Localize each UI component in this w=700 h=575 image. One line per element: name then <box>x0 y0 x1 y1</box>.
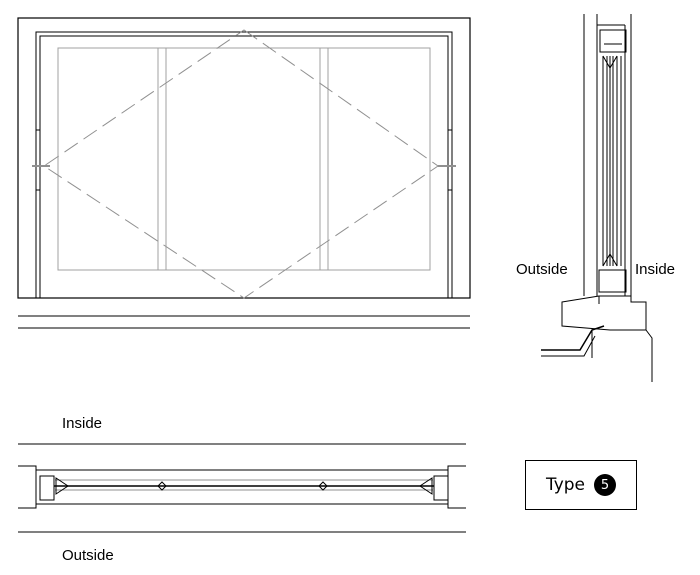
glazing-panels <box>57 47 431 271</box>
type-number-badge: 5 <box>594 474 617 496</box>
plan-view: Inside Outside <box>18 415 466 564</box>
plan-outside-label: Outside <box>62 547 114 564</box>
plan-inside-label: Inside <box>62 415 102 432</box>
type-tag: Type 5 <box>525 460 637 510</box>
type-label: Type <box>545 475 586 495</box>
section-inside-label: Inside <box>635 261 675 278</box>
section-view: Outside Inside <box>516 14 675 382</box>
elevation-view <box>17 17 471 329</box>
section-outside-label: Outside <box>516 261 568 278</box>
swing-diamond <box>43 29 439 299</box>
